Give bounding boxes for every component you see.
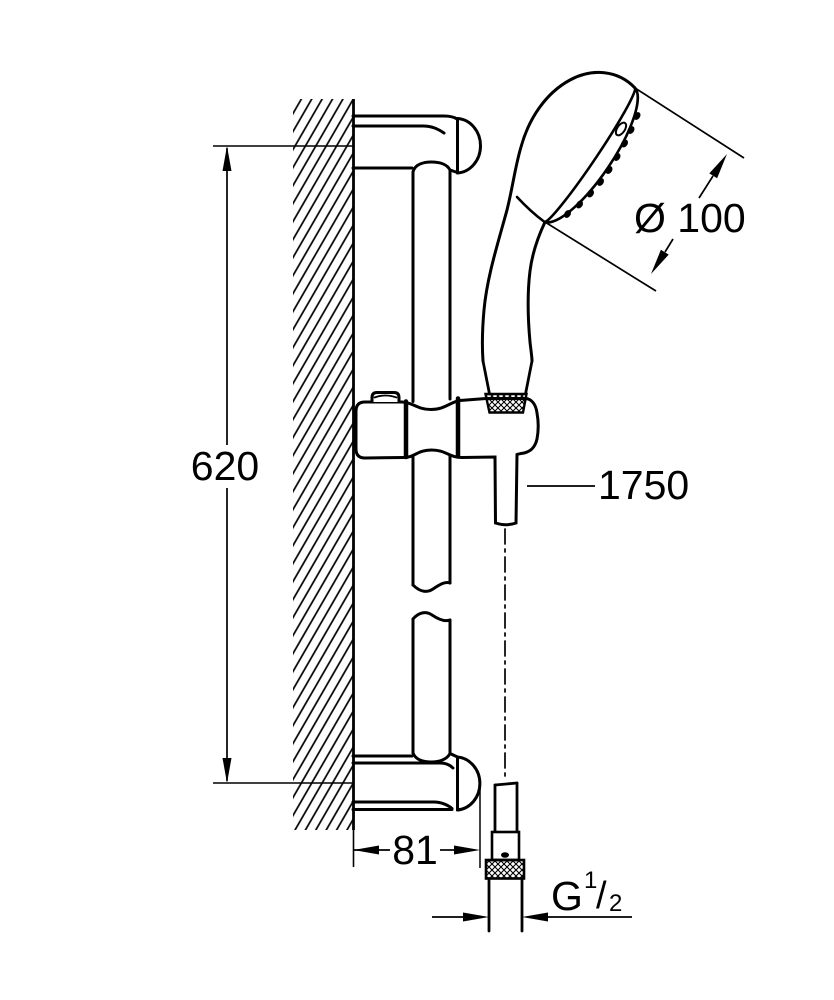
top-wall-bracket — [351, 114, 482, 175]
rail-break-upper — [411, 581, 452, 593]
dim-rail-height: 620 — [191, 145, 353, 784]
dim-100-stub-upper — [698, 175, 714, 199]
wall-hatch — [293, 99, 354, 830]
rail-tube-bottom-end — [411, 751, 459, 764]
face-inner-edge — [543, 86, 637, 224]
arrow-upright-icon — [709, 154, 727, 179]
thread-slash-label: / — [596, 875, 607, 917]
shower-head-outline — [480, 70, 637, 363]
shower-head-face — [543, 86, 640, 224]
dim-hose-length: 1750 — [527, 462, 689, 508]
hose-nut — [484, 858, 526, 880]
spray-nozzles — [564, 112, 641, 218]
head-neck-crease — [515, 195, 546, 223]
handle-cone-right — [524, 359, 534, 396]
thread-numerator-label: 1 — [584, 867, 597, 894]
hose-length-label: 1750 — [598, 462, 689, 508]
hose-connector-detail — [501, 852, 509, 858]
dim-wall-offset: 81 — [353, 788, 481, 873]
face-slot — [614, 121, 628, 137]
arrow-down-icon — [222, 758, 232, 783]
dim-head-diameter: Ø 100 — [544, 87, 746, 292]
dim-100-stub-lower — [664, 238, 674, 253]
rail-break-lower — [411, 611, 452, 623]
bottom-wall-bracket — [351, 751, 482, 812]
rail-height-label: 620 — [191, 443, 259, 489]
holder-lock-button — [370, 391, 401, 404]
arrow-up-icon — [222, 146, 232, 171]
arrow-right-icon — [463, 912, 489, 922]
thread-denominator-label: 2 — [609, 890, 622, 917]
holder-body — [354, 397, 540, 527]
rail-tube — [411, 168, 452, 755]
slider-holder — [354, 359, 540, 527]
thread-g-label: G — [551, 873, 583, 919]
top-bracket-cap — [456, 117, 482, 175]
arrow-downleft-icon — [651, 249, 669, 274]
face-outer-edge — [543, 86, 640, 224]
shower-handle-right-edge — [526, 220, 547, 363]
handle-cone-left — [481, 359, 491, 396]
wall-section — [293, 99, 355, 867]
arrow-left-icon — [522, 912, 548, 922]
hand-shower — [480, 70, 641, 363]
bottom-bracket-cap — [456, 755, 482, 812]
dim-100-ext-upper — [634, 87, 745, 159]
handshower-grip-ring — [484, 392, 528, 414]
shower-rail — [351, 114, 482, 812]
holder-lock-button-top — [373, 394, 398, 399]
wall-offset-label: 81 — [392, 827, 438, 873]
shower-hose — [484, 528, 526, 933]
hose-top-cut — [493, 781, 519, 787]
arrow-left-icon — [353, 845, 379, 855]
arrow-right-icon — [454, 845, 480, 855]
rail-tube-top-end — [411, 160, 459, 174]
head-diameter-label: Ø 100 — [634, 195, 746, 241]
dim-100-ext-lower — [544, 221, 657, 292]
dim-thread-size: G 1 / 2 — [432, 867, 632, 922]
